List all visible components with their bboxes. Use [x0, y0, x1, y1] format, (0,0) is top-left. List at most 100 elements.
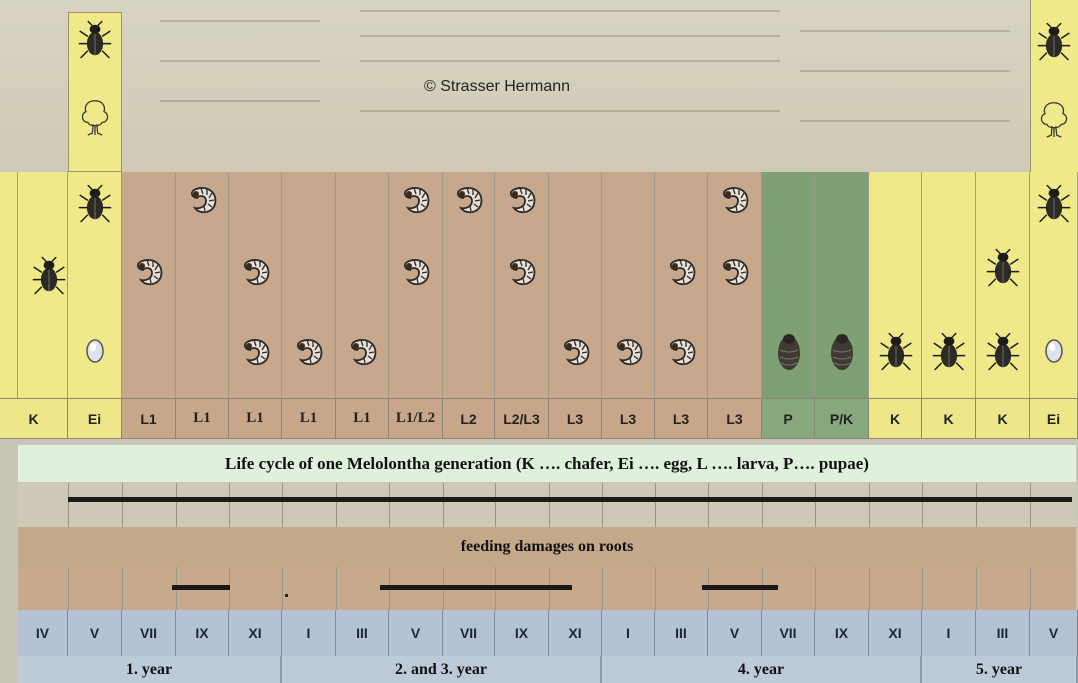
larva-icon	[665, 334, 699, 368]
stage-label: K	[976, 398, 1030, 439]
grid-line	[122, 483, 123, 527]
larva-icon	[612, 334, 646, 368]
month-label: IX	[815, 610, 869, 656]
grid-line	[122, 567, 123, 610]
grid-line	[708, 483, 709, 527]
grid-line	[1030, 567, 1031, 610]
grid-line	[229, 483, 230, 527]
copyright-notice: © Strasser Hermann	[424, 78, 570, 96]
egg-icon	[83, 336, 107, 366]
month-label: XI	[869, 610, 922, 656]
beetle-icon	[985, 330, 1021, 374]
month-label: VII	[443, 610, 495, 656]
stage-column-edge	[0, 172, 18, 398]
larva-icon	[559, 334, 593, 368]
month-label: I	[922, 610, 976, 656]
larva-icon	[399, 254, 433, 288]
stage-label: L3	[549, 398, 602, 439]
stage-label: L1	[229, 398, 282, 439]
grid-line	[922, 567, 923, 610]
month-label: IV	[18, 610, 68, 656]
grid-line	[922, 483, 923, 527]
stage-label: L1	[176, 398, 229, 439]
month-label: IX	[495, 610, 549, 656]
month-label: III	[976, 610, 1030, 656]
tree-icon	[1036, 97, 1072, 141]
larva-icon	[399, 182, 433, 216]
tree-icon	[77, 95, 113, 139]
month-label: XI	[549, 610, 602, 656]
larva-icon	[718, 254, 752, 288]
larva-icon	[239, 334, 273, 368]
stage-label: P	[762, 398, 815, 439]
beetle-icon	[1036, 182, 1072, 226]
grid-line	[68, 567, 69, 610]
month-label: I	[282, 610, 336, 656]
diagram-title: Life cycle of one Melolontha generation …	[18, 445, 1076, 482]
month-label: V	[389, 610, 443, 656]
grid-line	[869, 567, 870, 610]
stage-label: K	[922, 398, 976, 439]
year-label: 2. and 3. year	[282, 656, 602, 683]
grid-line	[869, 483, 870, 527]
month-label: IX	[176, 610, 229, 656]
grid-line	[68, 483, 69, 527]
year-label: 4. year	[602, 656, 922, 683]
beetle-icon	[31, 254, 67, 298]
feeding-period-dot	[285, 594, 288, 597]
stage-label: K	[869, 398, 922, 439]
adult-presence-bar	[68, 497, 1072, 502]
grid-line	[976, 567, 977, 610]
larva-icon	[718, 182, 752, 216]
grid-line	[282, 567, 283, 610]
larva-icon	[132, 254, 166, 288]
larva-icon	[186, 182, 220, 216]
stage-label: L1	[336, 398, 389, 439]
grid-line	[443, 483, 444, 527]
beetle-icon	[985, 246, 1021, 290]
month-label: III	[655, 610, 708, 656]
stage-label: Ei	[1030, 398, 1078, 439]
beetle-icon	[878, 330, 914, 374]
feeding-damage-band: feeding damages on roots	[18, 527, 1076, 567]
grid-line	[602, 567, 603, 610]
month-label: III	[336, 610, 389, 656]
pupa-icon	[827, 330, 857, 372]
beetle-icon	[77, 18, 113, 62]
month-label: V	[68, 610, 122, 656]
grid-line	[815, 483, 816, 527]
stage-label: L1/L2	[389, 398, 443, 439]
stage-label: L3	[655, 398, 708, 439]
larva-icon	[505, 182, 539, 216]
year-label: 1. year	[18, 656, 282, 683]
feeding-period-bar-2	[380, 585, 572, 590]
larva-icon	[239, 254, 273, 288]
grid-line	[655, 567, 656, 610]
beetle-icon	[1036, 20, 1072, 64]
pupa-icon	[774, 330, 804, 372]
larva-icon	[665, 254, 699, 288]
stage-label: L3	[602, 398, 655, 439]
year-label: 5. year	[922, 656, 1078, 683]
grid-line	[549, 483, 550, 527]
larva-icon	[505, 254, 539, 288]
egg-icon	[1042, 336, 1066, 366]
grid-line	[282, 483, 283, 527]
stage-label: L1	[282, 398, 336, 439]
grid-line	[336, 483, 337, 527]
grid-line	[655, 483, 656, 527]
month-label: V	[1030, 610, 1078, 656]
stage-label: Ei	[68, 398, 122, 439]
stage-label: L1	[122, 398, 176, 439]
grid-line	[815, 567, 816, 610]
grid-line	[495, 483, 496, 527]
grid-line	[389, 483, 390, 527]
grid-line	[336, 567, 337, 610]
month-label: XI	[229, 610, 282, 656]
beetle-icon	[77, 182, 113, 226]
month-label: V	[708, 610, 762, 656]
background-photo: © Strasser Hermann	[0, 0, 1078, 172]
grid-line	[176, 483, 177, 527]
grid-line	[1030, 483, 1031, 527]
larva-icon	[292, 334, 326, 368]
